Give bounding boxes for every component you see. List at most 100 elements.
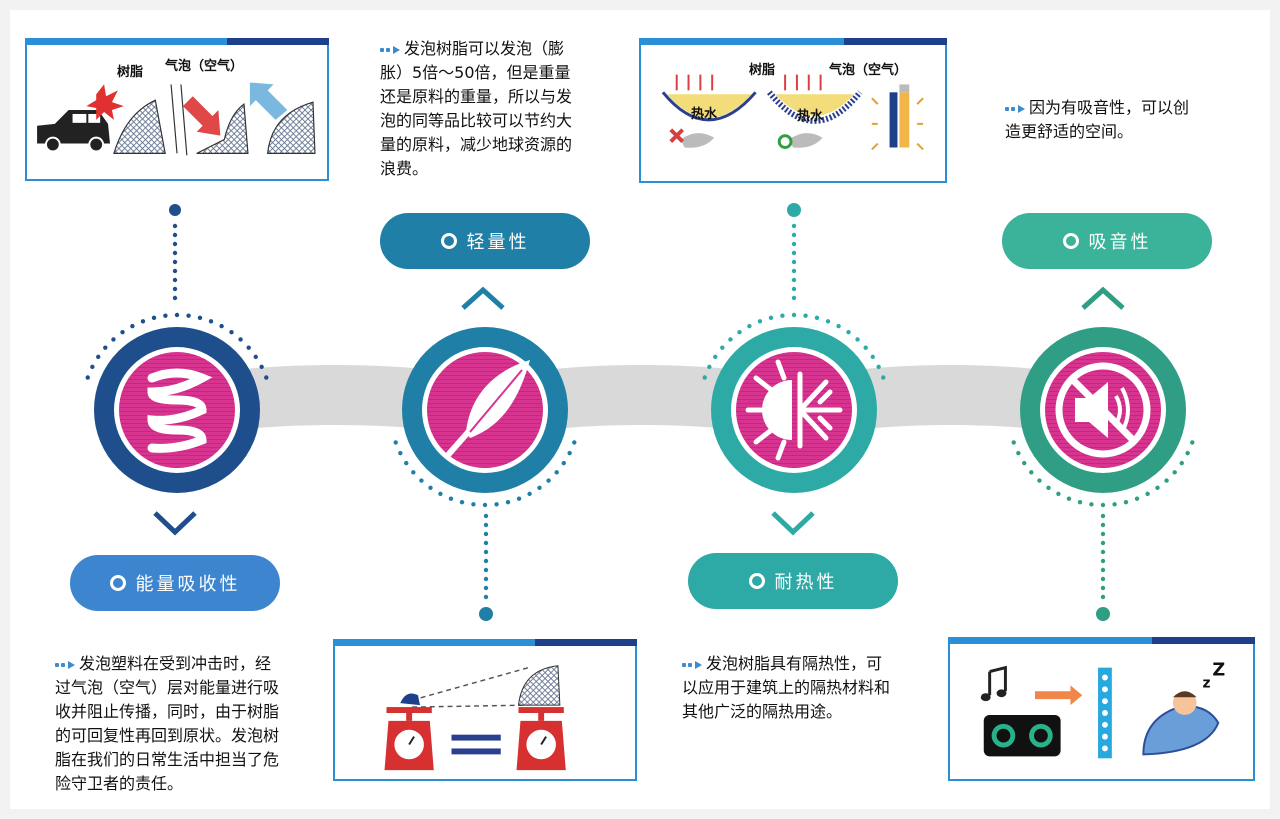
arc-dot (229, 329, 234, 335)
spring-icon (147, 368, 213, 453)
arc-dot (780, 313, 785, 318)
scale-illustration (384, 665, 566, 771)
arc-dot (90, 364, 95, 370)
leader-dot (483, 549, 489, 555)
leader-dot (172, 268, 178, 274)
leader-dot (1100, 522, 1106, 528)
chevron-down-icon (771, 511, 815, 536)
arc-dot (803, 313, 808, 318)
leader-dot (483, 585, 489, 591)
hot-water-label: 热水 (797, 109, 824, 124)
arc-dot (459, 499, 465, 505)
arc-dot (393, 440, 398, 445)
arc-dot (1185, 450, 1190, 456)
arc-dot (870, 354, 875, 360)
leader-dot (483, 540, 489, 546)
pill-label: 轻量性 (466, 232, 530, 253)
leader-dot (791, 250, 797, 256)
arc-dot (757, 319, 763, 324)
resin-label: 树脂 (117, 65, 144, 80)
impact-illustration (37, 82, 316, 156)
music-note-icon (980, 665, 1007, 702)
arc-dot (238, 337, 243, 342)
arc-dot (448, 496, 454, 501)
chevron-up-icon (461, 286, 505, 310)
leader-dot (791, 223, 797, 229)
scale-right (516, 707, 566, 771)
arc-dot (253, 354, 258, 360)
arc-dot (186, 313, 191, 318)
car-icon (37, 110, 110, 153)
sound-arrow-icon (1034, 685, 1083, 706)
leader-dot (1100, 585, 1106, 591)
foam-wall (1098, 667, 1112, 759)
compress-arrow-icon (182, 96, 221, 136)
recover-arrow-icon (249, 82, 288, 120)
arc-dot (1046, 485, 1051, 491)
bubble-label: 气泡（空气） (165, 59, 244, 74)
light-description: 发泡树脂可以发泡（膨 胀）5倍～50倍，但是重量 还是原料的重量，所以与发 泡的… (380, 39, 573, 178)
bubble-label: 气泡（空气） (829, 63, 908, 78)
leader-dot (791, 241, 797, 247)
arc-dot (428, 485, 433, 491)
arc-dot (111, 337, 116, 342)
energy-description: 发泡塑料在受到冲击时，经 过气泡（空气）层对能量进行吸 收并阻止传播，同时，由于… (55, 654, 280, 793)
arc-dot (546, 478, 551, 483)
arc-dot (747, 323, 752, 329)
scale-left (384, 707, 434, 771)
arc-dot (1123, 499, 1129, 505)
leader-dot (791, 232, 797, 238)
arc-dot (791, 312, 797, 318)
heat-illustration (661, 74, 924, 151)
chevron-down-icon (153, 511, 197, 536)
leader-dot (791, 295, 797, 301)
arc-dot (1016, 450, 1021, 456)
arc-dot (814, 315, 820, 321)
arc-dot (1164, 478, 1169, 483)
leader-dot (1100, 531, 1106, 537)
leader-dot (483, 558, 489, 564)
compressed-foam (196, 103, 249, 154)
property-pill-heat: 耐热性 (688, 553, 898, 609)
leader-dot (791, 277, 797, 283)
arc-dot (516, 496, 522, 501)
heat-illustration-card: 热水 热水 树脂 气泡（空气） (639, 38, 947, 183)
arc-dot (208, 319, 214, 324)
arc-dot (1077, 499, 1083, 505)
arc-dot (419, 478, 424, 483)
arc-dot (1037, 478, 1042, 483)
leader-dot (1100, 594, 1106, 600)
bullet-arrow-icon (1005, 96, 1025, 120)
pill-bullet (109, 575, 126, 591)
arc-dot (1172, 470, 1177, 475)
arc-dot (1011, 440, 1016, 445)
arc-dot (707, 364, 712, 370)
leader-dot (483, 576, 489, 582)
sound-description: 因为有吸音性，可以创 造更舒适的空间。 (1005, 96, 1190, 141)
resin-label: 树脂 (749, 63, 776, 78)
arc-dot (713, 354, 718, 360)
arc-dot (411, 470, 416, 475)
arc-dot (398, 450, 403, 456)
leader-dot (172, 232, 178, 238)
impact-burst-icon (86, 84, 124, 120)
foam-dome (517, 665, 561, 706)
arc-dot (1112, 502, 1117, 507)
leader-dot (1100, 558, 1106, 564)
arc-dot (1179, 460, 1184, 466)
arc-dot (482, 502, 488, 508)
heat-description: 发泡树脂具有隔热性，可 以应用于建筑上的隔热材料和 其他广泛的隔热用途。 (682, 654, 891, 721)
arc-dot (471, 502, 476, 507)
leader-dot (483, 594, 489, 600)
arc-dot (174, 312, 180, 318)
arc-dot (855, 337, 860, 342)
arc-dot (537, 485, 542, 491)
leader-dot (172, 241, 178, 247)
quiet-illustration: z Z (980, 661, 1225, 759)
arc-dot (527, 491, 532, 497)
node-dot (169, 204, 181, 216)
equals-icon (451, 734, 501, 741)
leader-dot (791, 268, 797, 274)
leader-dot (791, 286, 797, 292)
